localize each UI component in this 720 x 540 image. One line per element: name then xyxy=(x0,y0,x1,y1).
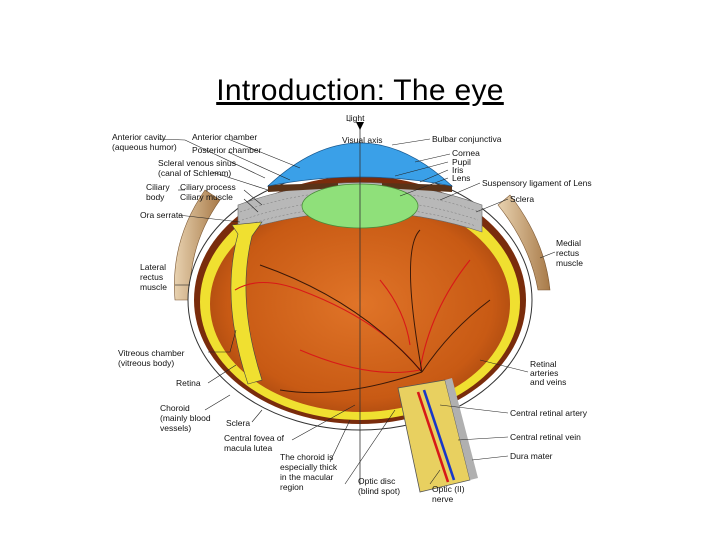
label-choroid-thick-3: in the macular xyxy=(280,472,334,482)
label-ciliary-body: Ciliary xyxy=(146,182,170,192)
label-medial-rectus-3: muscle xyxy=(556,258,583,268)
label-optic-disc-1: Optic disc xyxy=(358,476,396,486)
label-anterior-cavity-sub: (aqueous humor) xyxy=(112,142,177,152)
label-anterior-chamber: Anterior chamber xyxy=(192,132,257,142)
label-retinal-vessels-3: and veins xyxy=(530,377,566,387)
label-posterior-chamber: Posterior chamber xyxy=(192,145,262,155)
label-cornea: Cornea xyxy=(452,148,480,158)
label-bulbar-conjunctiva: Bulbar conjunctiva xyxy=(432,134,502,144)
label-medial-rectus-1: Medial xyxy=(556,238,581,248)
retinal-veins xyxy=(259,229,491,394)
label-medial-rectus-2: rectus xyxy=(556,248,579,258)
label-sclera-right: Sclera xyxy=(510,194,534,204)
label-iris: Iris xyxy=(452,165,463,175)
label-choroid-thick-4: region xyxy=(280,482,304,492)
label-anterior-cavity: Anterior cavity xyxy=(112,132,167,142)
central-retinal-vein xyxy=(422,389,456,481)
label-lateral-rectus-3: muscle xyxy=(140,282,167,292)
label-lateral-rectus-2: rectus xyxy=(140,272,163,282)
slide-title: Introduction: The eye xyxy=(216,74,504,107)
label-choroid-1: Choroid xyxy=(160,403,190,413)
label-retinal-vessels-1: Retinal xyxy=(530,359,557,369)
label-ciliary-process: Ciliary process xyxy=(180,182,236,192)
label-ora-serrata: Ora serrata xyxy=(140,210,183,220)
label-optic-disc-2: (blind spot) xyxy=(358,486,400,496)
label-scleral-venous-sinus-sub: (canal of Schlemm) xyxy=(158,168,231,178)
iris xyxy=(268,183,338,192)
label-choroid-2: (mainly blood xyxy=(160,413,211,423)
label-choroid-3: vessels) xyxy=(160,423,191,433)
label-choroid-thick-2: especially thick xyxy=(280,462,338,472)
label-vitreous-chamber: Vitreous chamber xyxy=(118,348,185,358)
label-lens: Lens xyxy=(452,173,470,183)
label-central-retinal-vein: Central retinal vein xyxy=(510,432,581,442)
label-retina: Retina xyxy=(176,378,201,388)
label-optic-nerve-2: nerve xyxy=(432,494,454,504)
medial-rectus-muscle xyxy=(497,194,551,291)
label-light: Light xyxy=(346,113,365,123)
label-scleral-venous-sinus: Scleral venous sinus xyxy=(158,158,236,168)
label-pupil: Pupil xyxy=(452,157,471,167)
central-retinal-artery xyxy=(416,391,450,483)
label-central-fovea-1: Central fovea of xyxy=(224,433,285,443)
label-choroid-thick-1: The choroid is xyxy=(280,452,333,462)
retina-arrow xyxy=(230,221,263,385)
label-ciliary-body-sub: body xyxy=(146,192,165,202)
label-central-retinal-artery: Central retinal artery xyxy=(510,408,588,418)
label-visual-axis: Visual axis xyxy=(342,135,382,145)
light-arrow xyxy=(356,122,364,130)
label-vitreous-chamber-sub: (vitreous body) xyxy=(118,358,174,368)
label-sclera-bottom: Sclera xyxy=(226,418,250,428)
label-ciliary-muscle: Ciliary muscle xyxy=(180,192,233,202)
label-retinal-vessels-2: arteries xyxy=(530,368,558,378)
label-lateral-rectus-1: Lateral xyxy=(140,262,166,272)
label-dura-mater: Dura mater xyxy=(510,451,553,461)
dura-mater xyxy=(445,378,478,480)
label-suspensory-ligament: Suspensory ligament of Lens xyxy=(482,178,592,188)
label-optic-nerve-1: Optic (II) xyxy=(432,484,465,494)
label-central-fovea-2: macula lutea xyxy=(224,443,272,453)
